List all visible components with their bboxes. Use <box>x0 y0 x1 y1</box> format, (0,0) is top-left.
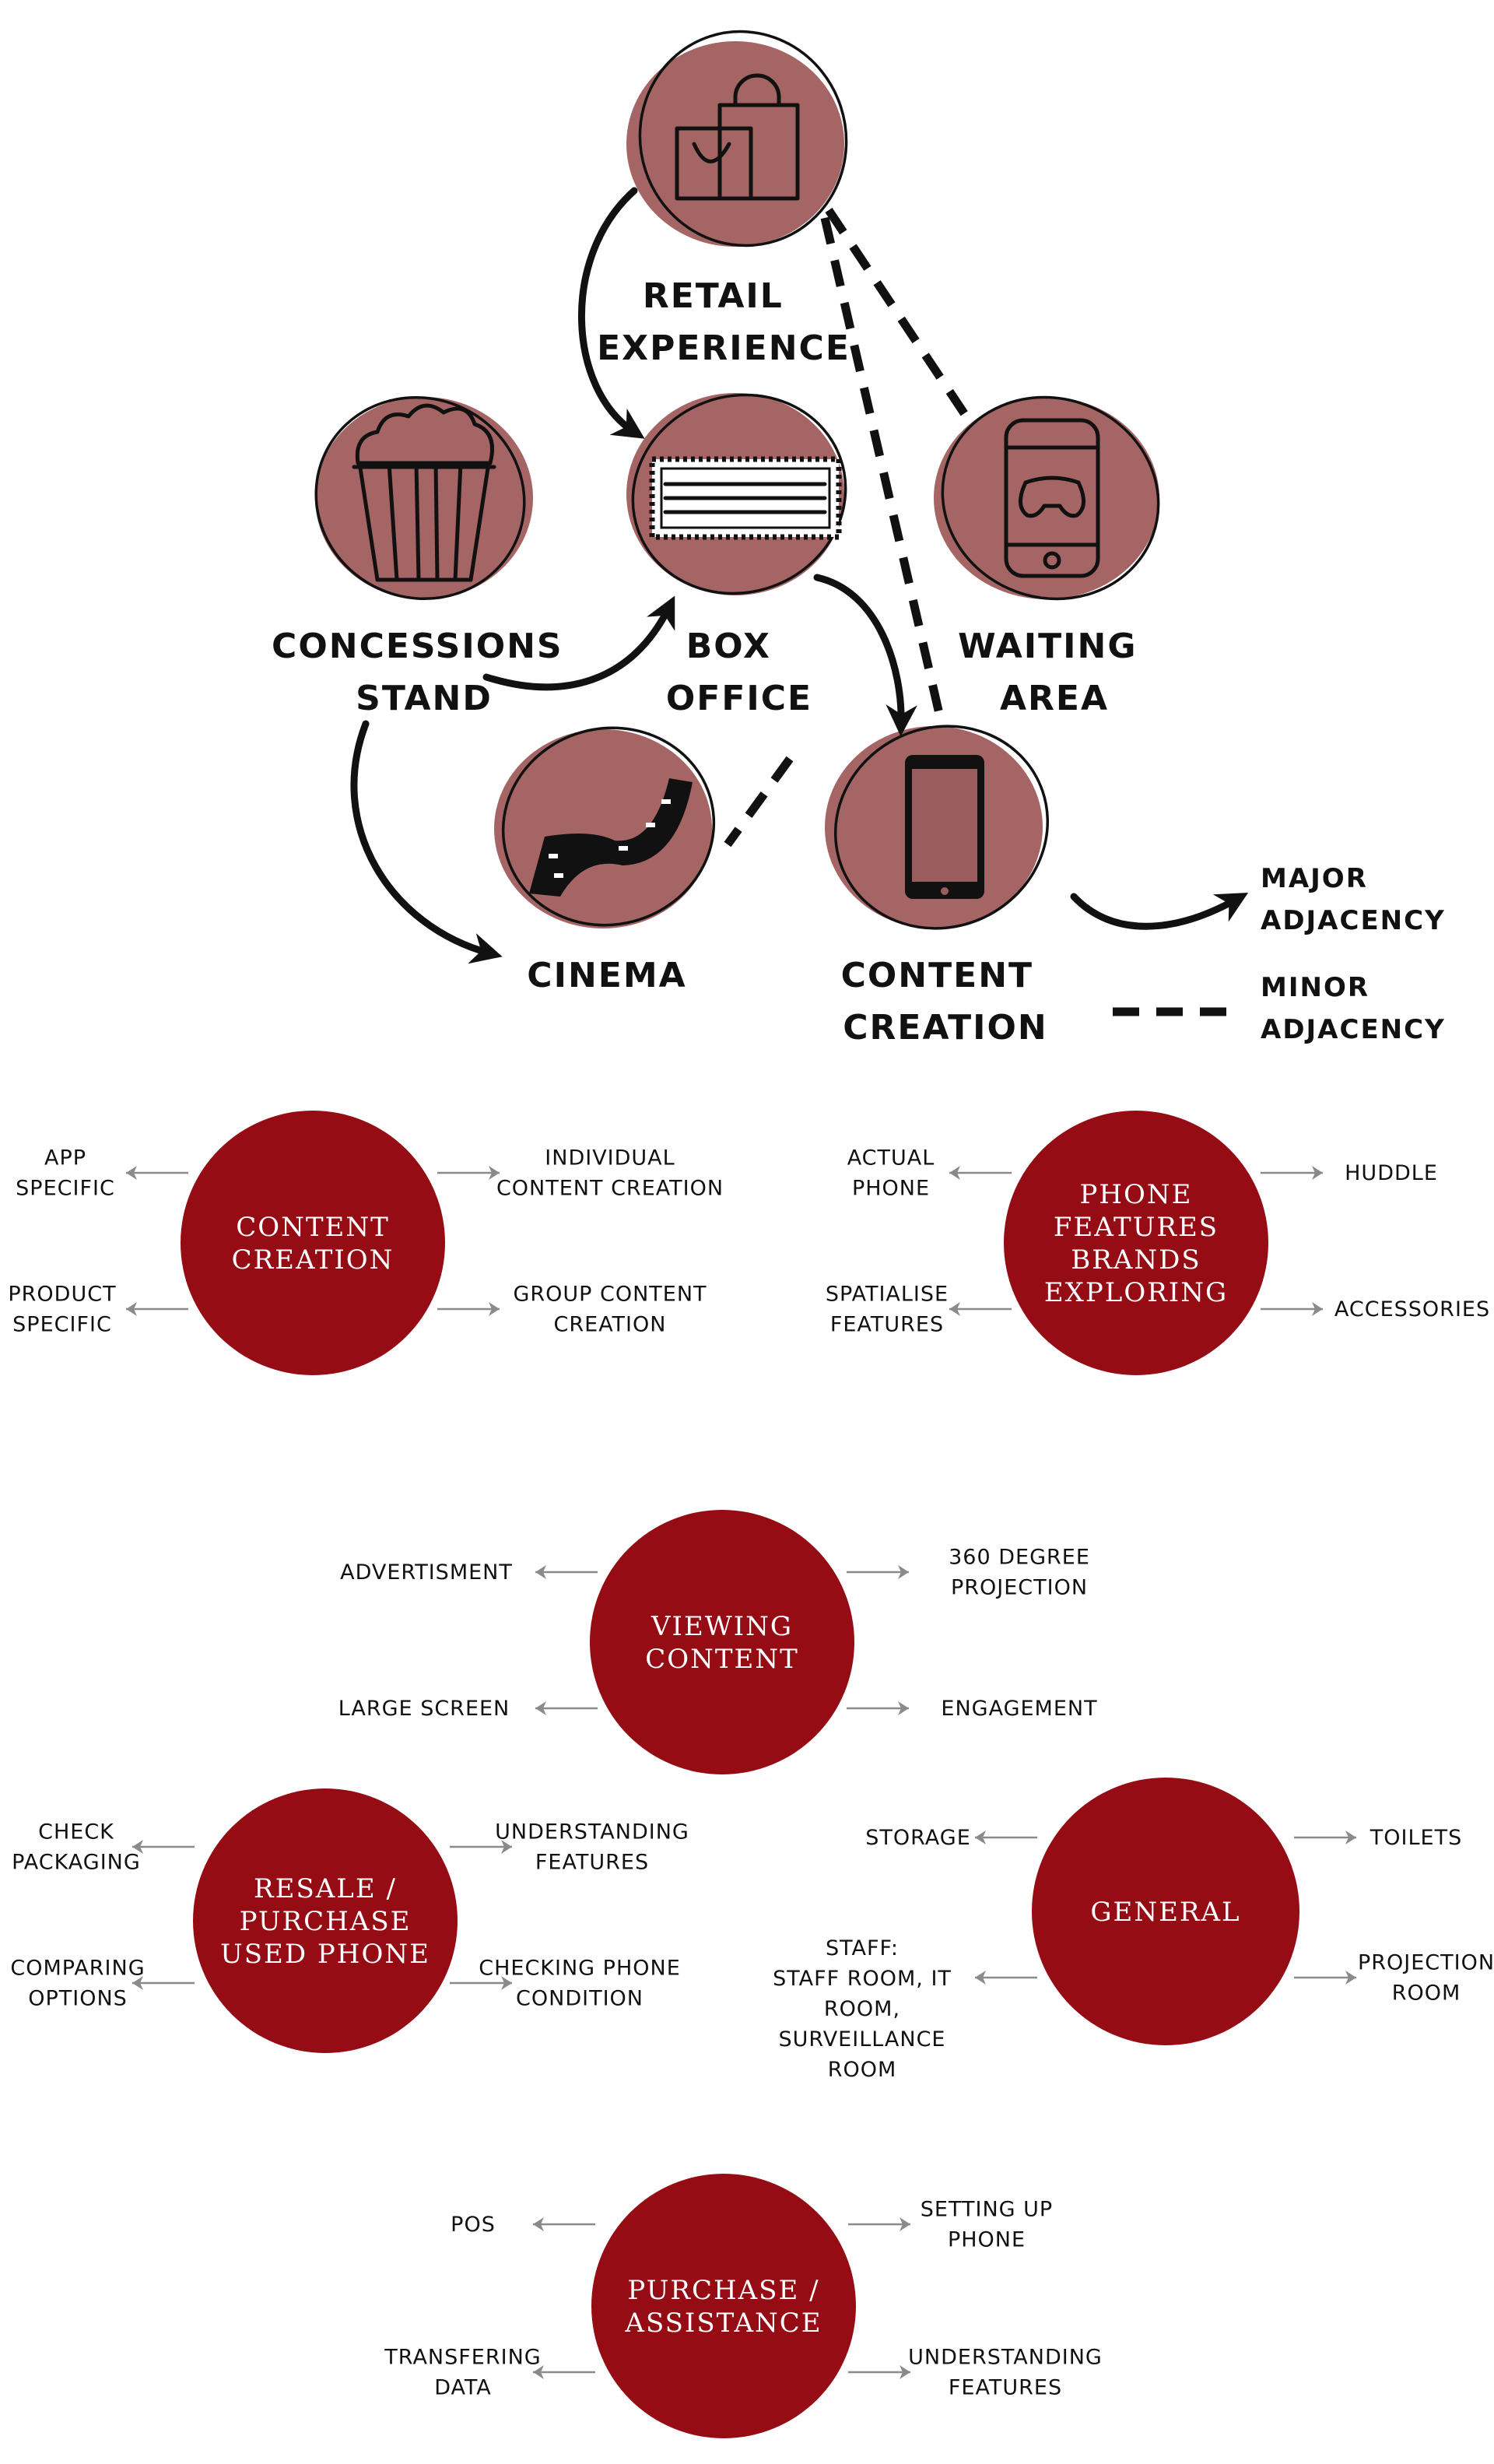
arrow-tr-content-creation-head <box>489 1166 500 1180</box>
label-bl-viewing-content: LARGE SCREEN <box>338 1697 510 1721</box>
concessions-boxoffice-major-link <box>482 595 675 691</box>
arrow-tl-purchase-assistance-head <box>533 2217 544 2231</box>
arrow-bl-viewing-content-head <box>535 1701 546 1715</box>
arrow-br-content-creation-head <box>489 1302 500 1316</box>
marquee-sign-icon <box>649 456 842 540</box>
arrow-bl-phone-features-head <box>949 1302 960 1316</box>
arrow-tl-viewing-content-head <box>535 1565 546 1579</box>
waiting-area-node <box>934 395 1160 601</box>
arrow-tr-phone-features-head <box>1312 1166 1323 1180</box>
cluster-circle-phone-features <box>1004 1111 1268 1375</box>
label-tr-phone-features: HUDDLE <box>1345 1161 1438 1185</box>
cinema-label: CINEMA <box>527 956 686 995</box>
arrow-bl-resale-head <box>132 1976 143 1990</box>
arrow-br-purchase-assistance-head <box>900 2365 910 2379</box>
box-office-label: BOX OFFICE <box>666 627 812 718</box>
label-br-viewing-content: ENGAGEMENT <box>941 1697 1097 1721</box>
arrow-br-viewing-content-head <box>898 1701 909 1715</box>
box-office-node <box>626 393 847 595</box>
label-tl-general: STORAGE <box>865 1826 971 1850</box>
arrow-br-resale-head <box>501 1976 512 1990</box>
cinema-node <box>494 726 716 928</box>
arrow-bl-content-creation-head <box>126 1302 137 1316</box>
arrow-tl-resale-head <box>132 1840 143 1854</box>
concessions-cinema-major-link <box>350 720 503 964</box>
arrow-br-general-head <box>1345 1971 1356 1985</box>
arrow-tl-general-head <box>975 1830 986 1844</box>
label-tl-viewing-content: ADVERTISMENT <box>340 1560 513 1585</box>
legend-major-arrow <box>1070 893 1249 930</box>
smartphone-icon <box>905 755 984 899</box>
retail-node <box>626 30 848 247</box>
boxoffice-cinema-minor-link <box>724 756 794 848</box>
phone-gamepad-icon <box>1004 418 1100 578</box>
popcorn-icon <box>352 403 496 582</box>
legend-minor-label: MINOR ADJACENCY <box>1261 972 1446 1045</box>
retail-label: RETAIL EXPERIENCE <box>597 276 850 368</box>
label-tr-general: TOILETS <box>1370 1826 1462 1850</box>
shopping-bags-icon <box>675 73 800 201</box>
legend: MAJOR ADJACENCY MINOR ADJACENCY <box>1070 863 1446 1045</box>
cluster-title-purchase-assistance: PURCHASE /ASSISTANCE <box>624 2275 822 2339</box>
label-br-phone-features: ACCESSORIES <box>1334 1297 1490 1322</box>
content-creation-label: CONTENT CREATION <box>841 956 1048 1048</box>
concessions-node <box>314 395 533 601</box>
retail-boxoffice-major-link <box>578 187 645 439</box>
concessions-label: CONCESSIONS STAND <box>272 627 577 718</box>
arrow-bl-purchase-assistance-head <box>533 2365 544 2379</box>
cluster-circle-resale <box>193 1788 458 2053</box>
cluster-circle-content-creation <box>181 1111 445 1375</box>
cluster-circle-viewing-content <box>590 1510 854 1774</box>
arrow-tl-phone-features-head <box>949 1166 960 1180</box>
arrow-tr-general-head <box>1345 1830 1356 1844</box>
arrow-bl-general-head <box>975 1971 986 1985</box>
arrow-tr-resale-head <box>501 1840 512 1854</box>
cluster-general: GENERAL STORAGE TOILETS STAFF:STAFF ROOM, I… <box>773 1778 1494 2082</box>
arrow-tr-viewing-content-head <box>898 1565 909 1579</box>
cluster-title-general: GENERAL <box>1090 1897 1240 1928</box>
waiting-area-label: WAITING AREA <box>958 627 1151 718</box>
arrow-tl-content-creation-head <box>126 1166 137 1180</box>
content-creation-node <box>825 725 1050 930</box>
arrow-tr-purchase-assistance-head <box>900 2217 910 2231</box>
cluster-circle-purchase-assistance <box>591 2174 856 2438</box>
film-strip-icon <box>529 778 693 897</box>
legend-major-label: MAJOR ADJACENCY <box>1261 863 1446 936</box>
label-tl-purchase-assistance: POS <box>451 2213 496 2237</box>
boxoffice-content-major-link <box>813 574 917 737</box>
cluster-circle-general <box>1032 1778 1299 2045</box>
arrow-br-phone-features-head <box>1312 1302 1323 1316</box>
